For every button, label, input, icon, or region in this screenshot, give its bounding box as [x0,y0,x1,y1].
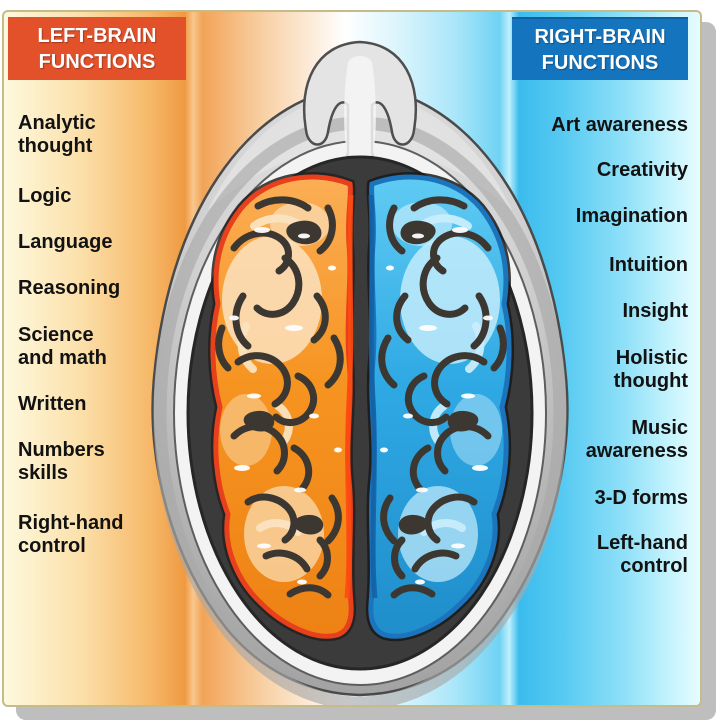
function-logic: Logic [18,185,72,207]
function-3d-forms: 3-D forms [594,487,688,509]
right-hemisphere [371,177,509,636]
function-left-hand-control: Left-hand control [596,532,688,577]
function-science-and-math: Science and math [18,324,107,369]
brain-head-illustration [151,40,569,705]
function-written: Written [18,393,87,415]
function-holistic-thought: Holistic thought [613,347,688,392]
function-numbers-skills: Numbers skills [18,439,105,484]
function-insight: Insight [622,300,688,322]
diagram-card: LEFT-BRAIN FUNCTIONS RIGHT-BRAIN FUNCTIO… [2,10,702,707]
function-analytic-thought: Analytic thought [18,112,96,157]
function-art-awareness: Art awareness [551,114,688,136]
function-language: Language [18,231,113,253]
function-creativity: Creativity [596,159,688,181]
function-music-awareness: Music awareness [585,417,688,462]
left-brain-header: LEFT-BRAIN FUNCTIONS [8,17,186,80]
function-intuition: Intuition [609,254,688,276]
function-right-hand-control: Right-hand control [18,512,124,557]
left-hemisphere [213,177,351,636]
right-brain-header: RIGHT-BRAIN FUNCTIONS [512,17,688,80]
function-imagination: Imagination [575,205,688,227]
function-reasoning: Reasoning [18,277,121,299]
